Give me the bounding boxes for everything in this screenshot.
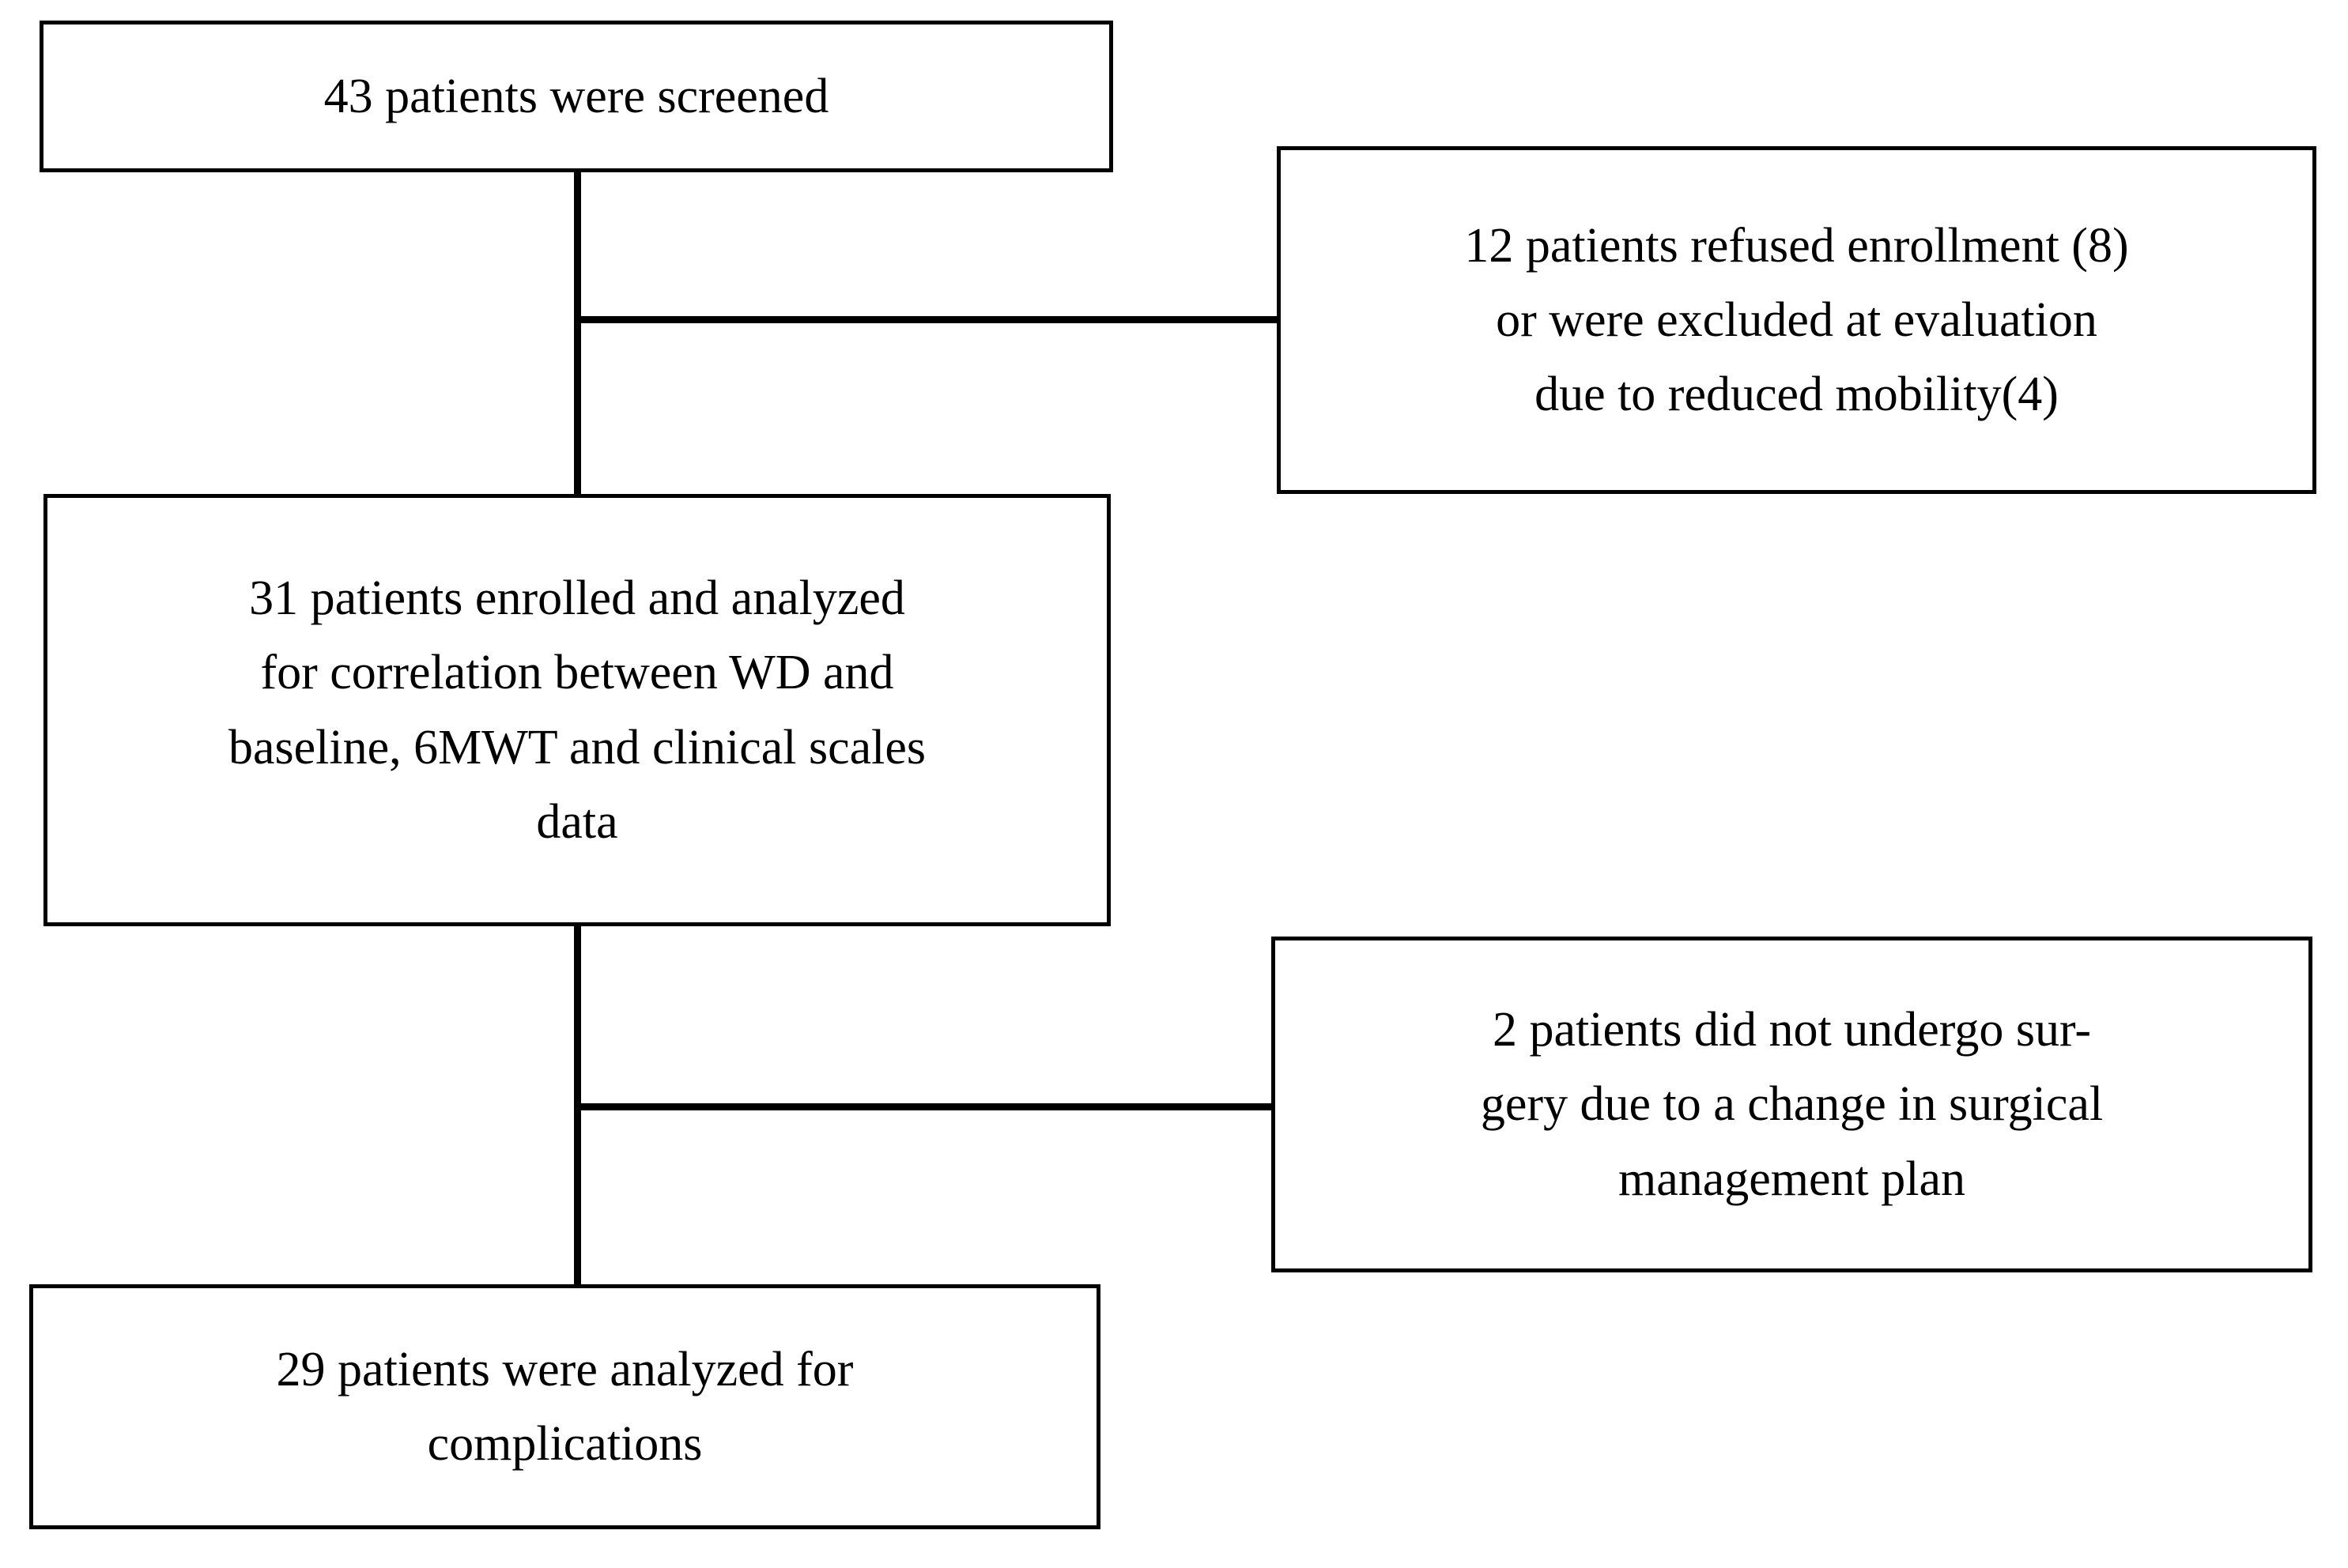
node-enrolled-line-4: data <box>536 794 618 849</box>
node-patients-no-surgery: 2 patients did not undergo sur- gery due… <box>1271 937 2312 1272</box>
node-no-surgery-line-1: 2 patients did not undergo sur- <box>1492 1003 2092 1057</box>
node-refused-line-1: 12 patients refused enrollment (8) <box>1464 218 2129 273</box>
connector-branch-to-refused <box>574 316 1280 323</box>
node-enrolled-line-2: for correlation between WD and <box>260 646 894 700</box>
node-enrolled-line-3: baseline, 6MWT and clinical scales <box>228 720 927 775</box>
node-screened-text: 43 patients were screened <box>323 69 829 123</box>
node-complications-line-1: 29 patients were analyzed for <box>276 1342 854 1396</box>
connector-branch-to-no-surgery <box>574 1103 1274 1110</box>
node-enrolled-line-1: 31 patients enrolled and analyzed <box>249 571 905 626</box>
node-complications-line-2: complications <box>427 1417 703 1471</box>
node-patients-refused-excluded: 12 patients refused enrollment (8) or we… <box>1277 146 2316 494</box>
node-no-surgery-line-2: gery due to a change in surgical <box>1480 1077 2104 1132</box>
node-refused-line-2: or were excluded at evaluation <box>1496 292 2097 347</box>
connector-screened-to-enrolled <box>574 169 581 497</box>
node-patients-analyzed-complications: 29 patients were analyzed for complicati… <box>29 1284 1100 1529</box>
node-refused-line-3: due to reduced mobility(4) <box>1535 368 2059 422</box>
node-patients-screened: 43 patients were screened <box>40 21 1113 172</box>
node-no-surgery-line-3: management plan <box>1618 1152 1965 1206</box>
node-patients-enrolled-analyzed: 31 patients enrolled and analyzed for co… <box>43 494 1111 926</box>
